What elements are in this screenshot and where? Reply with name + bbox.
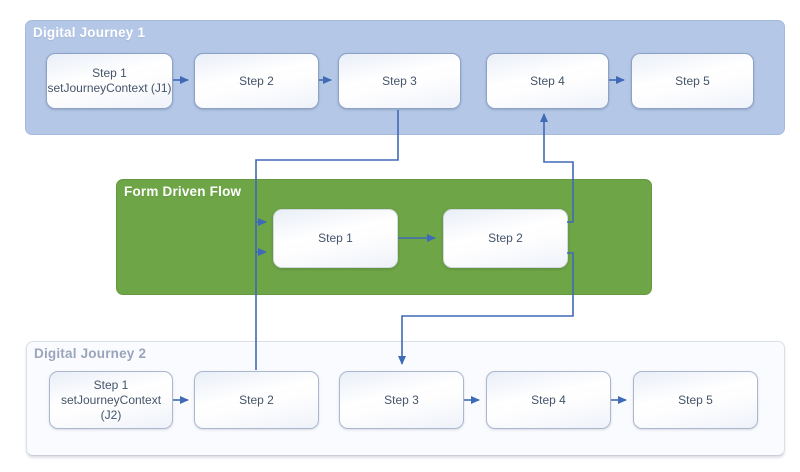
journey2-step-1: Step 1 setJourneyContext (J2) [49,371,173,429]
step-label: Step 2 [239,392,274,407]
journey1-step-3: Step 3 [338,53,461,109]
journey1-container: Digital Journey 1 Step 1 setJourneyConte… [25,20,785,135]
step-label: Step 2 [488,231,523,245]
step-label: Step 4 [531,392,566,407]
form-flow-step-2: Step 2 [443,209,568,268]
journey1-step-5: Step 5 [631,53,754,109]
journey2-title: Digital Journey 2 [34,346,147,361]
journey1-step-2: Step 2 [194,53,319,109]
step-label: Step 3 [384,392,419,407]
journey2-container: Digital Journey 2 Step 1 setJourneyConte… [26,341,785,456]
step-label: Step 4 [530,73,565,88]
step-sublabel: setJourneyContext (J1) [47,81,172,95]
step-sublabel: setJourneyContext (J2) [60,392,162,422]
journey1-step-1: Step 1 setJourneyContext (J1) [46,53,173,109]
step-label: Step 5 [678,392,713,407]
step-label: Step 2 [239,73,274,88]
form-flow-step-1: Step 1 [273,209,398,268]
journey2-step-2: Step 2 [194,371,319,429]
step-label: Step 1 [92,66,127,80]
journey2-step-5: Step 5 [633,371,758,429]
journey1-step-4: Step 4 [486,53,609,109]
form-driven-flow-title: Form Driven Flow [124,184,242,199]
journey2-step-4: Step 4 [486,371,611,429]
journey2-step-3: Step 3 [339,371,464,429]
form-driven-flow-container: Form Driven Flow Step 1 Step 2 [116,179,652,295]
step-label: Step 1 [93,377,129,392]
step-label: Step 5 [675,73,710,88]
step-label: Step 3 [382,73,417,88]
step-label: Step 1 [318,231,353,245]
journey1-title: Digital Journey 1 [33,25,146,40]
